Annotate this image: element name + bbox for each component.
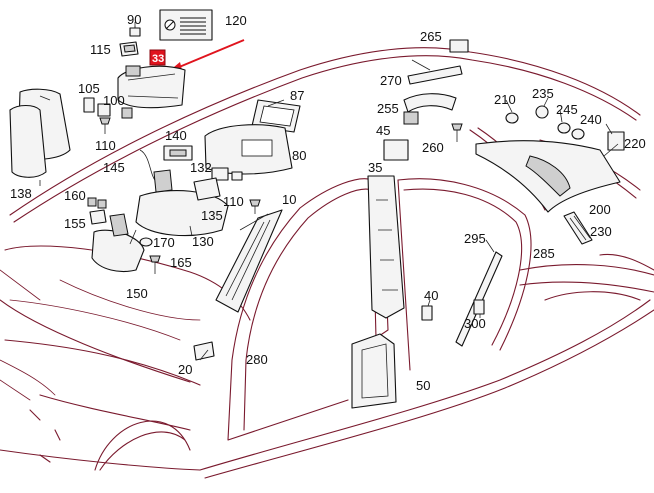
label-220: 220 [624,136,646,151]
part-210-lamp[interactable] [505,112,519,124]
part-135-sensor[interactable] [193,177,221,201]
label-140: 140 [165,128,187,143]
part-110-screw-a[interactable] [99,117,111,134]
part-10-a-pillar-trim[interactable] [215,209,283,313]
callout-labels: 90 120 115 265 270 105 100 87 255 210 23… [10,12,646,393]
label-130: 130 [192,234,214,249]
part-155-cover[interactable] [89,209,107,225]
label-280: 280 [246,352,268,367]
label-245: 245 [556,102,578,117]
label-285: 285 [533,246,555,261]
part-145-wire[interactable] [139,149,156,181]
label-105: 105 [78,81,100,96]
part-240-bracket[interactable] [607,131,625,151]
part-87-mirror-frame[interactable] [251,99,301,133]
part-115-clip[interactable] [119,41,139,57]
label-90: 90 [127,12,141,27]
label-255: 255 [377,101,399,116]
label-270: 270 [380,73,402,88]
part-255-handle[interactable] [403,93,457,125]
part-33-highlight[interactable]: 33 [149,49,166,66]
label-260: 260 [422,140,444,155]
label-165: 165 [170,255,192,270]
part-105-hook[interactable] [83,97,95,113]
label-135: 135 [201,208,223,223]
part-150-interior-mirror[interactable] [91,213,145,273]
part-170-washer[interactable] [139,237,153,247]
label-45: 45 [376,123,390,138]
label-265: 265 [420,29,442,44]
part-160-clip[interactable] [87,197,107,209]
label-100: 100 [103,93,125,108]
part-265-clip[interactable] [449,39,469,53]
part-165-screw[interactable] [149,255,161,274]
label-40: 40 [424,288,438,303]
label-230: 230 [590,224,612,239]
label-132: 132 [190,160,212,175]
part-245-cap[interactable] [557,122,585,140]
part-130-rearview-mirror[interactable] [135,169,229,237]
label-110-b: 110 [223,194,244,209]
label-80: 80 [292,148,306,163]
label-155: 155 [64,216,86,231]
part-138-mirror[interactable] [9,88,71,178]
part-120-label-plate[interactable] [159,9,213,41]
label-210: 210 [494,92,516,107]
label-110-a: 110 [95,138,116,153]
part-45-bracket[interactable] [383,139,409,161]
label-115: 115 [90,42,111,57]
part-40-clip[interactable] [421,305,433,321]
part-132-connector[interactable] [211,167,243,181]
part-110-screw-b[interactable] [249,199,261,214]
label-240: 240 [580,112,602,127]
part-260-screw[interactable] [451,123,463,142]
part-100-clip[interactable] [97,103,133,119]
label-160: 160 [64,188,86,203]
part-140-lamp[interactable] [163,145,193,161]
label-200: 200 [589,202,611,217]
part-20-clip[interactable] [193,341,215,361]
part-295-weatherstrip[interactable] [455,251,503,347]
leader-lines [39,22,619,361]
red-arrow-icon [168,39,245,72]
label-295: 295 [464,231,486,246]
part-235-button[interactable] [535,105,549,119]
label-138: 138 [10,186,32,201]
part-sun-visor-left[interactable] [117,65,186,109]
label-120: 120 [225,13,247,28]
label-35: 35 [368,160,382,175]
part-300-clip[interactable] [473,299,485,315]
part-50-pillar-lower[interactable] [351,333,397,409]
label-235: 235 [532,86,554,101]
label-20: 20 [178,362,192,377]
svg-text:33: 33 [152,53,164,65]
part-80-sun-visor-right[interactable] [204,124,293,175]
label-145: 145 [103,160,125,175]
label-10: 10 [282,192,296,207]
part-270-grab-handle[interactable] [407,65,463,85]
label-50: 50 [416,378,430,393]
label-170: 170 [153,235,175,250]
part-220-c-pillar-trim[interactable] [475,140,621,213]
part-35-b-pillar-trim[interactable] [367,175,405,319]
label-300: 300 [464,316,486,331]
part-230-vent-grille[interactable] [563,211,593,245]
label-150: 150 [126,286,148,301]
label-87: 87 [290,88,304,103]
